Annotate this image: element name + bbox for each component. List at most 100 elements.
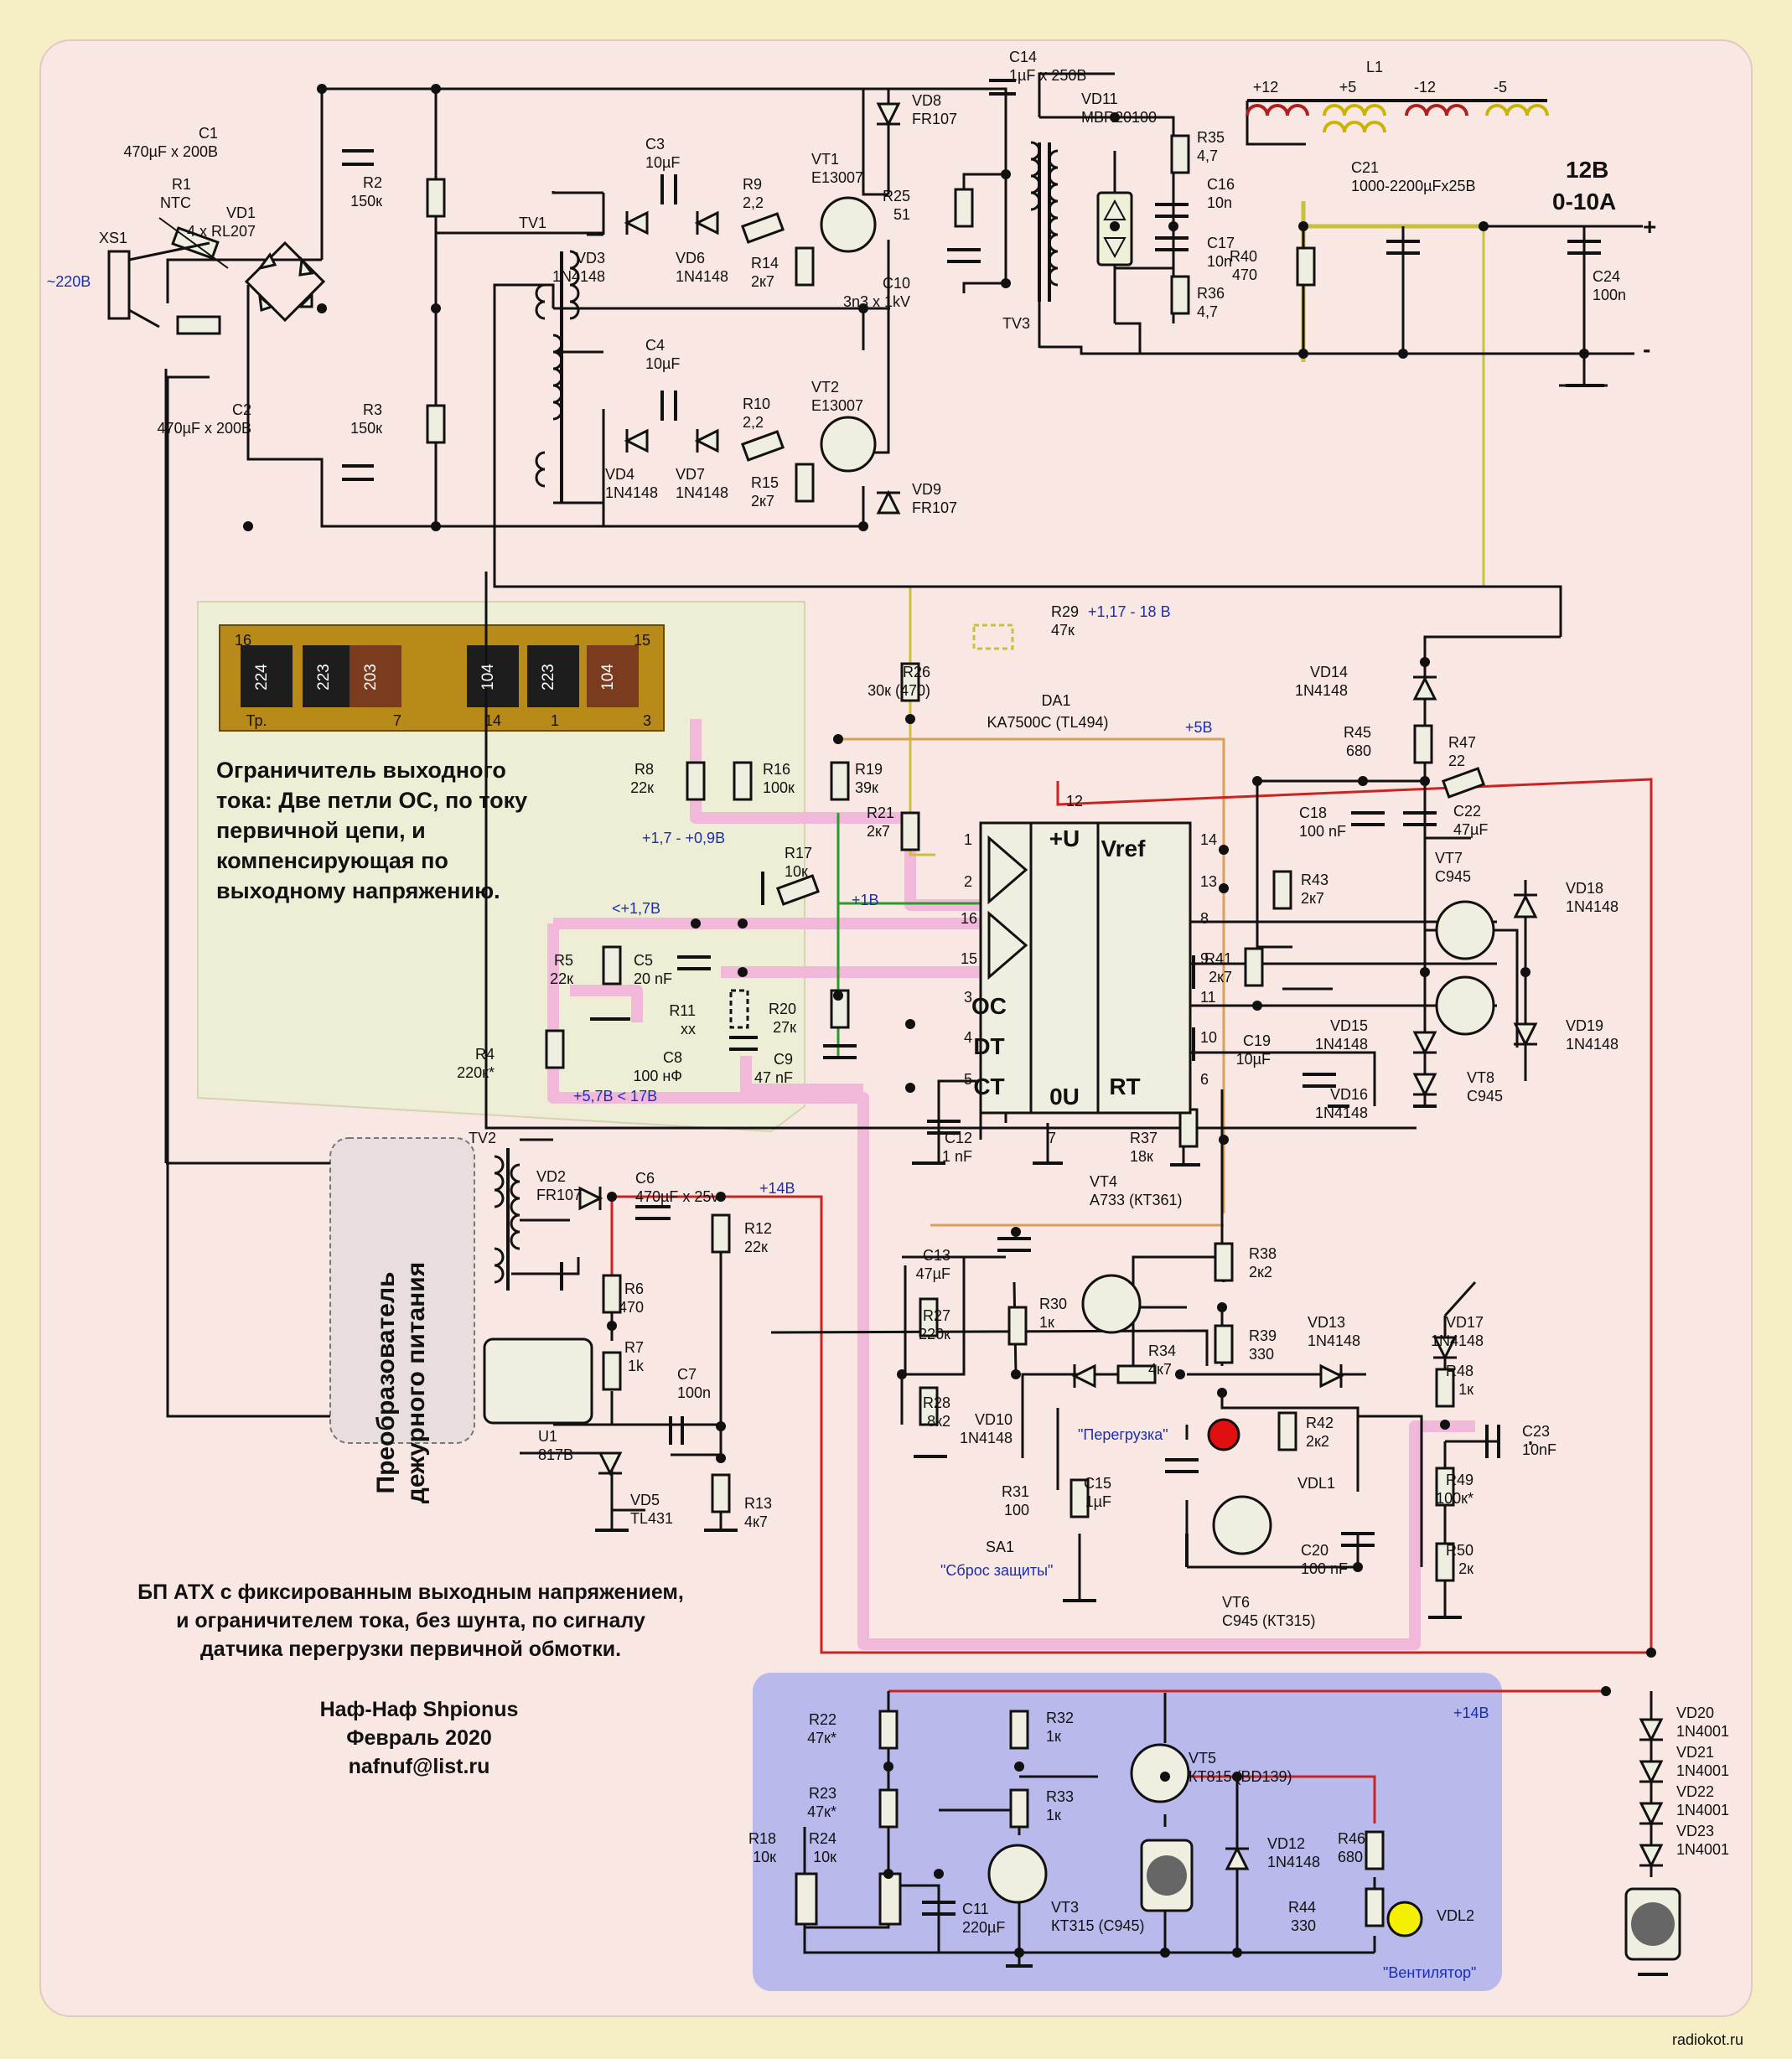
component-ref-vd21: VD21 [1676, 1744, 1714, 1761]
component-ref-vd15: VD15 [1330, 1017, 1368, 1034]
component-ref-r11: R11 [669, 1002, 696, 1019]
component-ref-vd11: VD11 [1081, 91, 1118, 107]
component-ref-r16: R16 [763, 761, 790, 778]
component-ref-vd9: VD9 [912, 481, 941, 498]
note-range57: +5,7В < 17В [573, 1088, 657, 1105]
component-value-r6: 470 [619, 1299, 644, 1316]
component-value-c1: 470µF x 200В [124, 143, 218, 160]
component-value-vd14: 1N4148 [1295, 682, 1348, 699]
standby-label-line-1: дежурного питания [402, 1262, 430, 1503]
ic-pin-8: 8 [1200, 910, 1209, 927]
component-ref-vdl2: VDL2 [1437, 1907, 1474, 1924]
caption-title-line-1: и ограничителем тока, без шунта, по сигн… [176, 1609, 645, 1632]
component-value-vd17: 1N4148 [1431, 1332, 1484, 1349]
component-ref-r50: R50 [1446, 1542, 1473, 1559]
component-value-r42: 2к2 [1306, 1433, 1329, 1450]
component-value-r50: 2к [1458, 1560, 1473, 1577]
component-value-r8: 22к [630, 779, 654, 796]
component-value-c5: 20 nF [634, 970, 672, 987]
ic-label-ou: 0U [1049, 1084, 1080, 1110]
component-ref-r46: R46 [1338, 1830, 1365, 1847]
note-plus5: +5В [1185, 719, 1213, 736]
component-value-r23: 47к* [807, 1803, 836, 1820]
component-ref-vdl1: VDL1 [1297, 1475, 1335, 1492]
note-overload: "Перегрузка" [1078, 1426, 1168, 1443]
component-value-vd8: FR107 [912, 111, 957, 127]
ic-label-vref: Vref [1101, 835, 1147, 861]
output-plus-terminal: + [1643, 214, 1656, 240]
component-value-r18: 10к [753, 1849, 776, 1865]
component-ref-r14: R14 [751, 255, 779, 272]
component-ref-r23: R23 [809, 1785, 836, 1802]
component-ref-vd12: VD12 [1267, 1835, 1305, 1852]
note-r29: +1,17 - 18 В [1088, 603, 1171, 620]
component-value-r1: NTC [160, 194, 191, 211]
component-ref-r12: R12 [744, 1220, 772, 1237]
optocoupler-u1 [483, 1337, 593, 1425]
component-ref-r49: R49 [1446, 1472, 1473, 1488]
component-value-c2: 470µF x 200В [158, 420, 251, 437]
component-value-c18: 100 nF [1299, 823, 1346, 840]
component-value-r5: 22к [550, 970, 573, 987]
component-ref-c22: C22 [1453, 803, 1481, 820]
smd-bottom-0: Тр. [246, 712, 267, 729]
ic-pin-1: 1 [964, 831, 972, 848]
ic-label-u: +U [1049, 825, 1080, 851]
component-value-r3: 150к [350, 420, 382, 437]
component-ref-vt2: VT2 [811, 379, 839, 396]
component-value-r36: 4,7 [1197, 303, 1218, 320]
component-value-c17: 10n [1207, 253, 1232, 270]
component-ref-r9: R9 [743, 176, 762, 193]
component-ref-r6: R6 [624, 1280, 644, 1297]
led-vdl1 [1207, 1418, 1240, 1451]
component-ref-c7: C7 [677, 1366, 697, 1383]
author-line-0: Наф-Наф Shpionus [320, 1698, 519, 1721]
component-value-r43: 2к7 [1301, 890, 1324, 907]
component-value-vt1: E13007 [811, 169, 863, 186]
component-ref-c1: C1 [199, 125, 218, 142]
component-value-r41: 2к7 [1209, 969, 1232, 986]
ic-pin-7: 7 [1048, 1130, 1056, 1146]
limiter-note-line-4: выходному напряжению. [216, 878, 500, 903]
watermark: radiokot.ru [1672, 2031, 1743, 2048]
component-value-vd11: MBR20100 [1081, 109, 1157, 126]
ic-label-oc: OC [971, 993, 1007, 1019]
component-ref-c15: C15 [1084, 1475, 1111, 1492]
component-value-c22: 47µF [1453, 821, 1488, 838]
author-line-2: nafnuf@list.ru [349, 1755, 490, 1778]
note-r16-range: +1,7 - +0,9В [642, 830, 725, 846]
component-ref-r41: R41 [1204, 950, 1232, 967]
component-ref-r26: R26 [903, 664, 930, 680]
component-value-r38: 2к2 [1249, 1264, 1272, 1280]
component-value-vd12: 1N4148 [1267, 1854, 1320, 1870]
ic-pin-11: 11 [1200, 989, 1216, 1006]
smd-pin16: 16 [235, 632, 251, 649]
component-ref-r27: R27 [923, 1307, 950, 1324]
component-value-r47: 22 [1448, 753, 1465, 769]
component-value-vd7: 1N4148 [676, 484, 728, 501]
ntc-r1 [158, 217, 229, 335]
output-current-label: 0-10А [1552, 189, 1616, 215]
component-ref-u1: U1 [538, 1428, 557, 1445]
component-value-r14: 2к7 [751, 273, 774, 290]
component-ref-r21: R21 [867, 804, 894, 821]
component-value-r48: 1к [1458, 1381, 1473, 1398]
component-ref-r3: R3 [363, 401, 382, 418]
component-value-r20: 27к [773, 1019, 796, 1036]
component-value-r28: 8к2 [927, 1413, 950, 1430]
ic-pin-13: 13 [1200, 873, 1217, 890]
component-ref-vd19: VD19 [1566, 1017, 1603, 1034]
component-value-r16: 100к [763, 779, 795, 796]
l1-tap-1: +5 [1339, 79, 1357, 96]
component-value-c8: 100 нФ [633, 1068, 682, 1084]
component-ref-vd22: VD22 [1676, 1783, 1714, 1800]
smd-bottom-1: 7 [393, 712, 401, 729]
l1-tap-3: -5 [1494, 79, 1507, 96]
component-value-r21: 2к7 [867, 823, 890, 840]
component-ref-tv2: TV2 [469, 1130, 496, 1146]
smd-bottom-3: 1 [551, 712, 559, 729]
component-value-vt3: КТ315 (C945) [1051, 1917, 1145, 1934]
smd-code-1: 223 [315, 664, 333, 691]
component-ref-r18: R18 [748, 1830, 776, 1847]
